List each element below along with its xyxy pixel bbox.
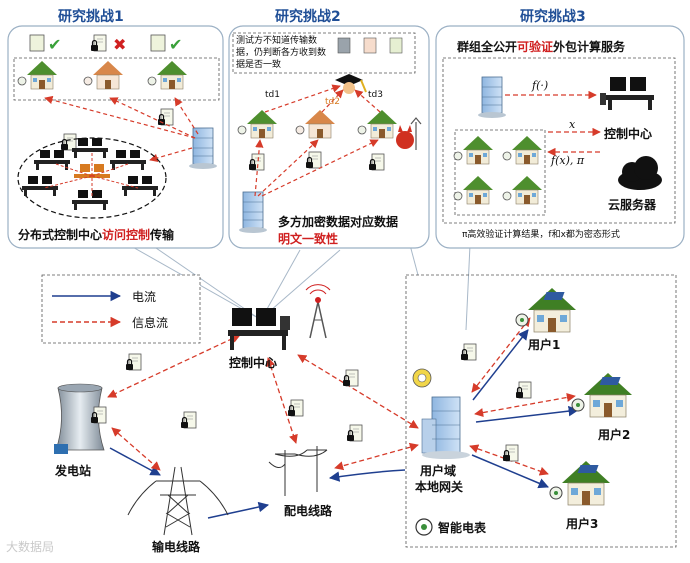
user-domain-label: 用户域 <box>420 464 457 478</box>
smart-meter-label: 智能电表 <box>438 521 487 535</box>
x-label: x <box>569 118 576 131</box>
local-gateway-icon <box>421 396 470 459</box>
fx-pi-label: f(x), π <box>551 154 585 167</box>
challenge1-title: 研究挑战1 <box>58 9 124 25</box>
td2-label: td2 <box>325 97 340 107</box>
challenge2-title: 研究挑战2 <box>275 9 341 25</box>
challenge2-caption-line2: 明文一致性 <box>278 232 339 246</box>
callout-connector-3 <box>409 244 419 276</box>
panel3-cloud-label: 云服务器 <box>608 198 657 212</box>
panel1-info-arrows <box>44 95 199 162</box>
svg-text:✔: ✔ <box>169 35 182 54</box>
panel3-control-center-icon <box>600 77 654 110</box>
tester-icon <box>335 74 367 94</box>
caption1-highlight: 访问控制 <box>102 228 151 242</box>
challenge3-header: 群组全公开可验证外包计算服务 <box>457 38 625 55</box>
challenge1-caption: 分布式控制中心访问控制传输 <box>18 226 174 243</box>
user1-label: 用户1 <box>528 338 561 352</box>
td1-label: td1 <box>265 90 280 100</box>
power-plant-icon <box>54 383 105 454</box>
user2-house-icon <box>571 372 633 418</box>
user-domain-frame <box>405 274 677 548</box>
power-plant-label: 发电站 <box>55 464 92 478</box>
caption1-pre: 分布式控制中心 <box>18 228 103 242</box>
distribution-line-icon <box>268 446 328 496</box>
legend-box <box>41 274 201 344</box>
svg-text:✔: ✔ <box>48 35 61 54</box>
distribution-line-label: 配电线路 <box>284 504 333 518</box>
user3-label: 用户3 <box>566 517 599 531</box>
attacker-devil-icon <box>396 117 422 150</box>
doc-lock-icon <box>342 369 359 387</box>
doc-lock-icon <box>502 444 519 462</box>
legend-current-label: 电流 <box>132 290 157 304</box>
doc-lock-icon <box>125 353 142 371</box>
panel1-doc-status-row: ✔ ✖ ✔ <box>29 34 182 54</box>
header3-post: 外包计算服务 <box>553 40 626 54</box>
panel3-control-center-label: 控制中心 <box>604 127 653 141</box>
fx-label: f(·) <box>532 79 549 92</box>
watermark: 大数据局 <box>6 540 55 554</box>
doc-lock-icon <box>460 343 477 361</box>
panel2-note-box <box>232 32 416 74</box>
legend-info-label: 信息流 <box>132 316 169 330</box>
doc-lock-icon <box>180 411 197 429</box>
gateway-server-icon <box>238 191 268 234</box>
callout-connector-4 <box>465 244 471 331</box>
current-flow-arrows <box>109 329 580 519</box>
challenge2-caption-line1: 多方加密数据对应数据 <box>278 215 399 229</box>
challenge-panel-1 <box>7 25 224 249</box>
client-server-icon <box>477 76 507 119</box>
doc-lock-icon <box>346 424 363 442</box>
control-center-label: 控制中心 <box>229 356 278 370</box>
gateway-server-icon <box>188 127 218 170</box>
transmission-line-label: 输电线路 <box>152 540 201 554</box>
header3-highlight: 可验证 <box>517 40 554 54</box>
td3-label: td3 <box>368 90 383 100</box>
panel2-info-arrows <box>254 84 381 197</box>
user-house-group <box>454 129 546 216</box>
main-control-center-icon <box>228 308 290 350</box>
local-gateway-label: 本地网关 <box>415 480 464 494</box>
challenge2-note: 测试方不知道传输数据，仍判断各方收到数据是否一致 <box>236 36 327 70</box>
cluster-links <box>43 152 139 196</box>
header3-pre: 群组全公开 <box>457 40 518 54</box>
transmission-tower-icon <box>127 466 229 536</box>
user3-house-icon <box>549 460 611 506</box>
challenge3-title: 研究挑战3 <box>520 9 586 25</box>
user1-house-icon <box>515 287 577 333</box>
cloud-icon <box>618 156 662 190</box>
callout-connector-2 <box>261 249 341 319</box>
svg-text:✖: ✖ <box>113 35 126 54</box>
panel1-house-group <box>13 57 220 101</box>
caption1-post: 传输 <box>150 228 175 242</box>
user2-label: 用户2 <box>598 428 631 442</box>
panel3-info-arrows <box>505 90 601 157</box>
gateway-meter-badge <box>412 368 432 388</box>
doc-lock-icon <box>287 399 304 417</box>
challenge3-footnote: π高效验证计算结果，f和x都为密态形式 <box>462 230 620 240</box>
panel3-frame <box>442 57 676 224</box>
smart-meter-icon <box>415 518 433 536</box>
doc-lock-icon <box>515 381 532 399</box>
radio-tower-icon <box>305 284 331 339</box>
